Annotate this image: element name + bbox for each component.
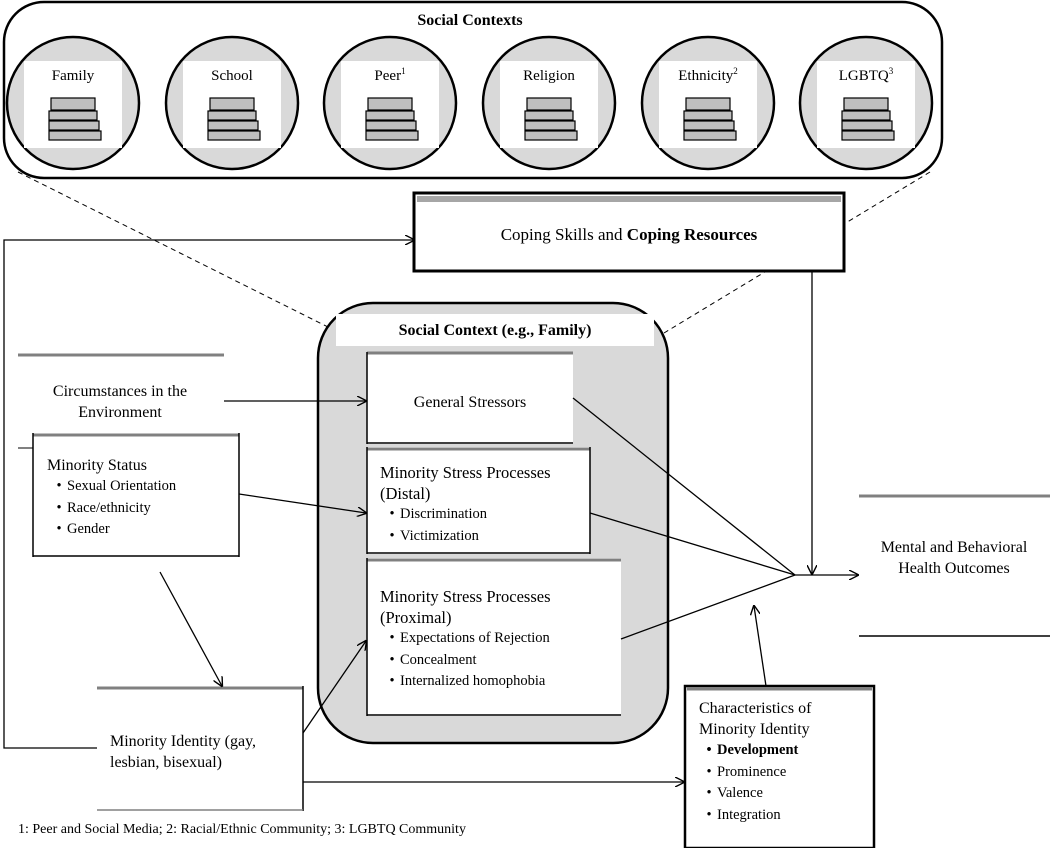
list-item: Valence [701, 783, 869, 805]
outcomes-box [859, 494, 1050, 637]
line-stressors-to-outcomes [572, 397, 796, 576]
characteristics-title: Characteristics of Minority Identity [699, 700, 812, 738]
stack-icon-ethnicity [683, 97, 737, 141]
coping-box [412, 191, 846, 273]
stack-icon-lgbtq [841, 97, 895, 141]
line-distal-to-outcomes [589, 512, 796, 576]
general-stressors-label: General Stressors [413, 394, 527, 411]
list-item: Integration [701, 805, 869, 827]
circumstances-label: Circumstances in the Environment [52, 383, 188, 421]
characteristics-list: Development Prominence Valence Integrati… [701, 740, 869, 826]
minority-status-list: Sexual Orientation Race/ethnicity Gender [51, 476, 237, 541]
distal-title: Minority Stress Processes (Distal) [380, 463, 551, 503]
distal-block: Minority Stress Processes (Distal) Discr… [380, 462, 580, 547]
list-item: Victimization [384, 526, 580, 548]
proximal-list: Expectations of Rejection Concealment In… [384, 628, 616, 693]
list-item: Sexual Orientation [51, 476, 237, 498]
arrow-status-to-distal [238, 493, 366, 513]
list-item: Expectations of Rejection [384, 628, 616, 650]
minority-status-block: Minority Status Sexual Orientation Race/… [47, 455, 237, 541]
stack-icon-religion [524, 97, 578, 141]
distal-list: Discrimination Victimization [384, 504, 580, 547]
arrows [3, 240, 858, 782]
context-label-lgbtq: LGBTQ3 [838, 66, 894, 84]
arrow-status-to-identity [159, 571, 222, 686]
context-label-school: School [211, 68, 253, 84]
arrow-characteristics-to-junction [754, 606, 767, 687]
context-label-family: Family [51, 68, 95, 84]
social-contexts-title: Social Contexts [417, 12, 523, 29]
stack-icon-school [207, 97, 261, 141]
outcomes-label: Mental and Behavioral Health Outcomes [880, 539, 1028, 577]
stack-icons [48, 97, 895, 141]
characteristics-block: Characteristics of Minority Identity Dev… [699, 698, 869, 826]
list-item: Gender [51, 519, 237, 541]
minority-identity-label: Minority Identity (gay, lesbian, bisexua… [110, 733, 257, 771]
list-item: Internalized homophobia [384, 671, 616, 693]
proximal-title: Minority Stress Processes (Proximal) [380, 587, 551, 627]
list-item: Prominence [701, 762, 869, 784]
arrow-identity-to-coping [3, 240, 414, 749]
context-label-religion: Religion [523, 68, 575, 84]
stack-icon-family [48, 97, 102, 141]
list-item: Development [701, 740, 869, 762]
coping-label: Coping Skills and Coping Resources [500, 225, 758, 244]
list-item: Discrimination [384, 504, 580, 526]
context-label-peer: Peer1 [374, 66, 406, 84]
context-label-ethnicity: Ethnicity2 [678, 66, 738, 84]
line-proximal-to-outcomes [620, 574, 796, 640]
list-item: Race/ethnicity [51, 498, 237, 520]
minority-identity-box [97, 686, 304, 811]
general-stressors-box [366, 351, 573, 444]
proximal-block: Minority Stress Processes (Proximal) Exp… [380, 586, 616, 693]
list-item: Concealment [384, 650, 616, 672]
stack-icon-peer [365, 97, 419, 141]
minority-status-title: Minority Status [47, 457, 148, 474]
arrow-identity-to-proximal [302, 641, 366, 734]
social-context-title: Social Context (e.g., Family) [398, 322, 592, 339]
footnote: 1: Peer and Social Media; 2: Racial/Ethn… [18, 822, 466, 837]
